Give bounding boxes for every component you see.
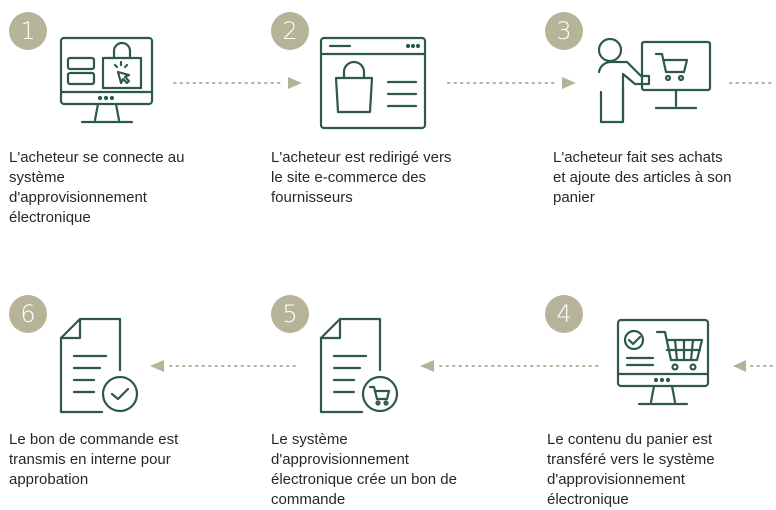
- arrow-right-2-3: [446, 77, 578, 89]
- arrow-offscreen-3: [728, 77, 776, 89]
- step-2-text: L'acheteur est redirigé vers le site e-c…: [271, 149, 452, 206]
- step-5-text: Le système d'approvisionnement électroni…: [271, 431, 457, 508]
- step-6-text: Le bon de commande est transmis en inter…: [9, 431, 179, 488]
- arrow-right-1-2: [172, 77, 304, 89]
- step-2-number-badge: 2: [271, 12, 309, 50]
- document-cart-icon: [319, 317, 400, 414]
- step-6-number-badge: 6: [9, 295, 47, 333]
- step-1-number-badge: 1: [9, 12, 47, 50]
- person-at-computer-cart-icon: [594, 36, 714, 124]
- step-3-text: L'acheteur fait ses achats et ajoute des…: [553, 149, 732, 206]
- step-5-number-badge: 5: [271, 295, 309, 333]
- arrow-left-5-4: [420, 360, 600, 372]
- monitor-shopping-bag-icon: [59, 36, 154, 130]
- step-4-text: Le contenu du panier est transféré vers …: [547, 431, 715, 508]
- document-checkmark-icon: [59, 317, 140, 414]
- browser-shopping-bag-icon: [319, 36, 430, 130]
- arrow-left-6-5: [150, 360, 300, 372]
- step-3-number-badge: 3: [545, 12, 583, 50]
- step-1-text: L'acheteur se connecte au système d'appr…: [9, 149, 185, 226]
- step-4-number-badge: 4: [545, 295, 583, 333]
- monitor-checkmark-cart-icon: [616, 318, 711, 414]
- arrow-left-offscreen-4: [733, 360, 776, 372]
